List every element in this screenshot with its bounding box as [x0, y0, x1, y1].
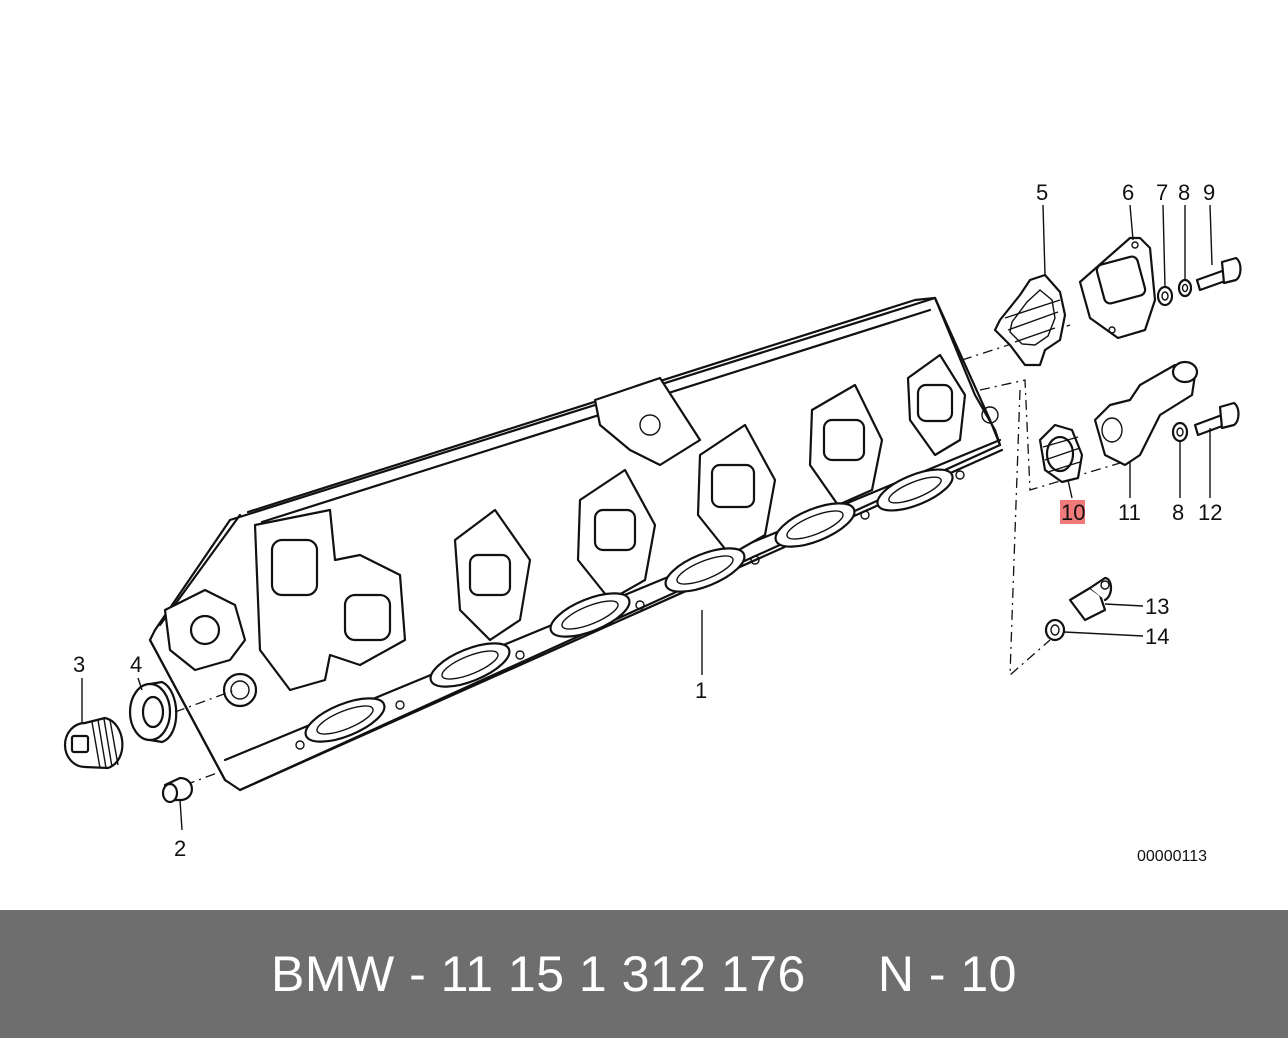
part-13-temperature-sensor [1068, 576, 1113, 622]
callout-7: 7 [1156, 180, 1168, 205]
part-8-washer-upper [1177, 278, 1193, 298]
part-8-washer-lower [1171, 421, 1189, 443]
cylinder-head-drawing: 3 4 2 1 5 6 7 8 9 10 11 8 12 13 14 00000… [63, 180, 1242, 865]
part-3-screw-plug [63, 716, 124, 770]
callout-8-upper: 8 [1178, 180, 1190, 205]
part-number-text: BMW - 11 15 1 312 176 N - 10 [271, 946, 1017, 1002]
callout-14: 14 [1145, 624, 1169, 649]
part-14-seal-ring [1044, 618, 1066, 642]
callout-8-lower: 8 [1172, 500, 1184, 525]
callout-10: 10 [1061, 500, 1085, 525]
callout-3: 3 [73, 652, 85, 677]
cylinder-head [148, 296, 1004, 792]
callout-11: 11 [1118, 500, 1141, 525]
part-6-cover [1078, 236, 1157, 340]
callout-5: 5 [1036, 180, 1048, 205]
part-12-bolt [1193, 401, 1240, 437]
part-11-outlet-pipe [1093, 360, 1199, 467]
leader-lines [81, 204, 1213, 831]
part-9-bolt [1195, 256, 1242, 292]
callout-4: 4 [130, 652, 142, 677]
callout-12: 12 [1198, 500, 1222, 525]
callout-6: 6 [1122, 180, 1134, 205]
diagram-reference-code: 00000113 [1137, 848, 1207, 865]
part-2-plug [161, 776, 193, 804]
callout-1: 1 [695, 678, 707, 703]
callout-labels: 3 4 2 1 5 6 7 8 9 10 11 8 12 13 14 00000… [73, 180, 1222, 865]
part-4-gasket-ring [128, 680, 178, 744]
callout-9: 9 [1203, 180, 1215, 205]
part-number-footer: BMW - 11 15 1 312 176 N - 10 [0, 910, 1288, 1038]
part-5-gasket [993, 273, 1067, 367]
callout-10-highlight [1060, 500, 1085, 524]
callout-2: 2 [174, 836, 186, 861]
part-7-washer [1156, 285, 1174, 307]
callout-13: 13 [1145, 594, 1169, 619]
exploded-diagram: 3 4 2 1 5 6 7 8 9 10 11 8 12 13 14 00000… [63, 180, 1242, 865]
part-10-gasket [1038, 423, 1084, 484]
